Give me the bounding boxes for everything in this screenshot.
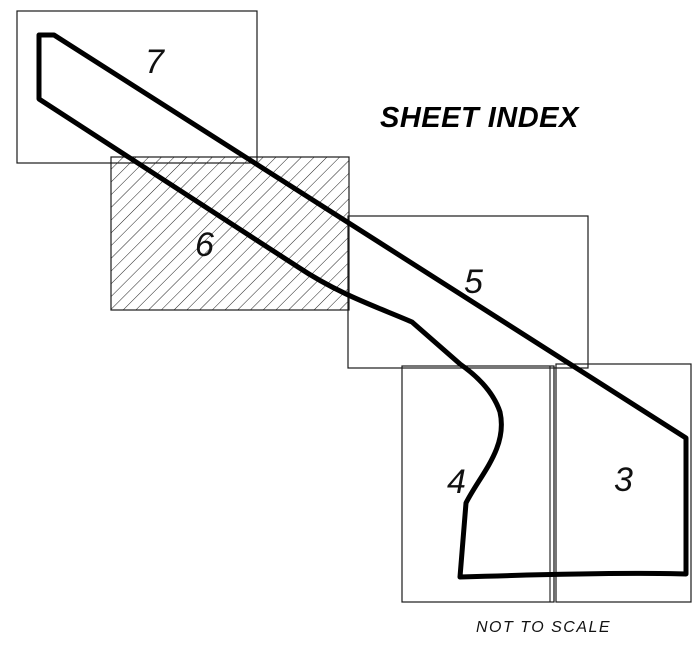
sheet-label-6: 6 [195,226,214,264]
scale-note: NOT TO SCALE [476,619,611,636]
sheet-6-frame[interactable] [110,156,350,311]
sheet-label-4: 4 [447,463,466,501]
project-boundary [36,32,689,580]
sheet-label-3: 3 [614,461,633,499]
sheet-label-5: 5 [464,263,483,301]
page-title: SHEET INDEX [380,102,580,134]
sheet-label-7: 7 [145,43,165,81]
sheet-3-frame[interactable] [555,363,692,603]
